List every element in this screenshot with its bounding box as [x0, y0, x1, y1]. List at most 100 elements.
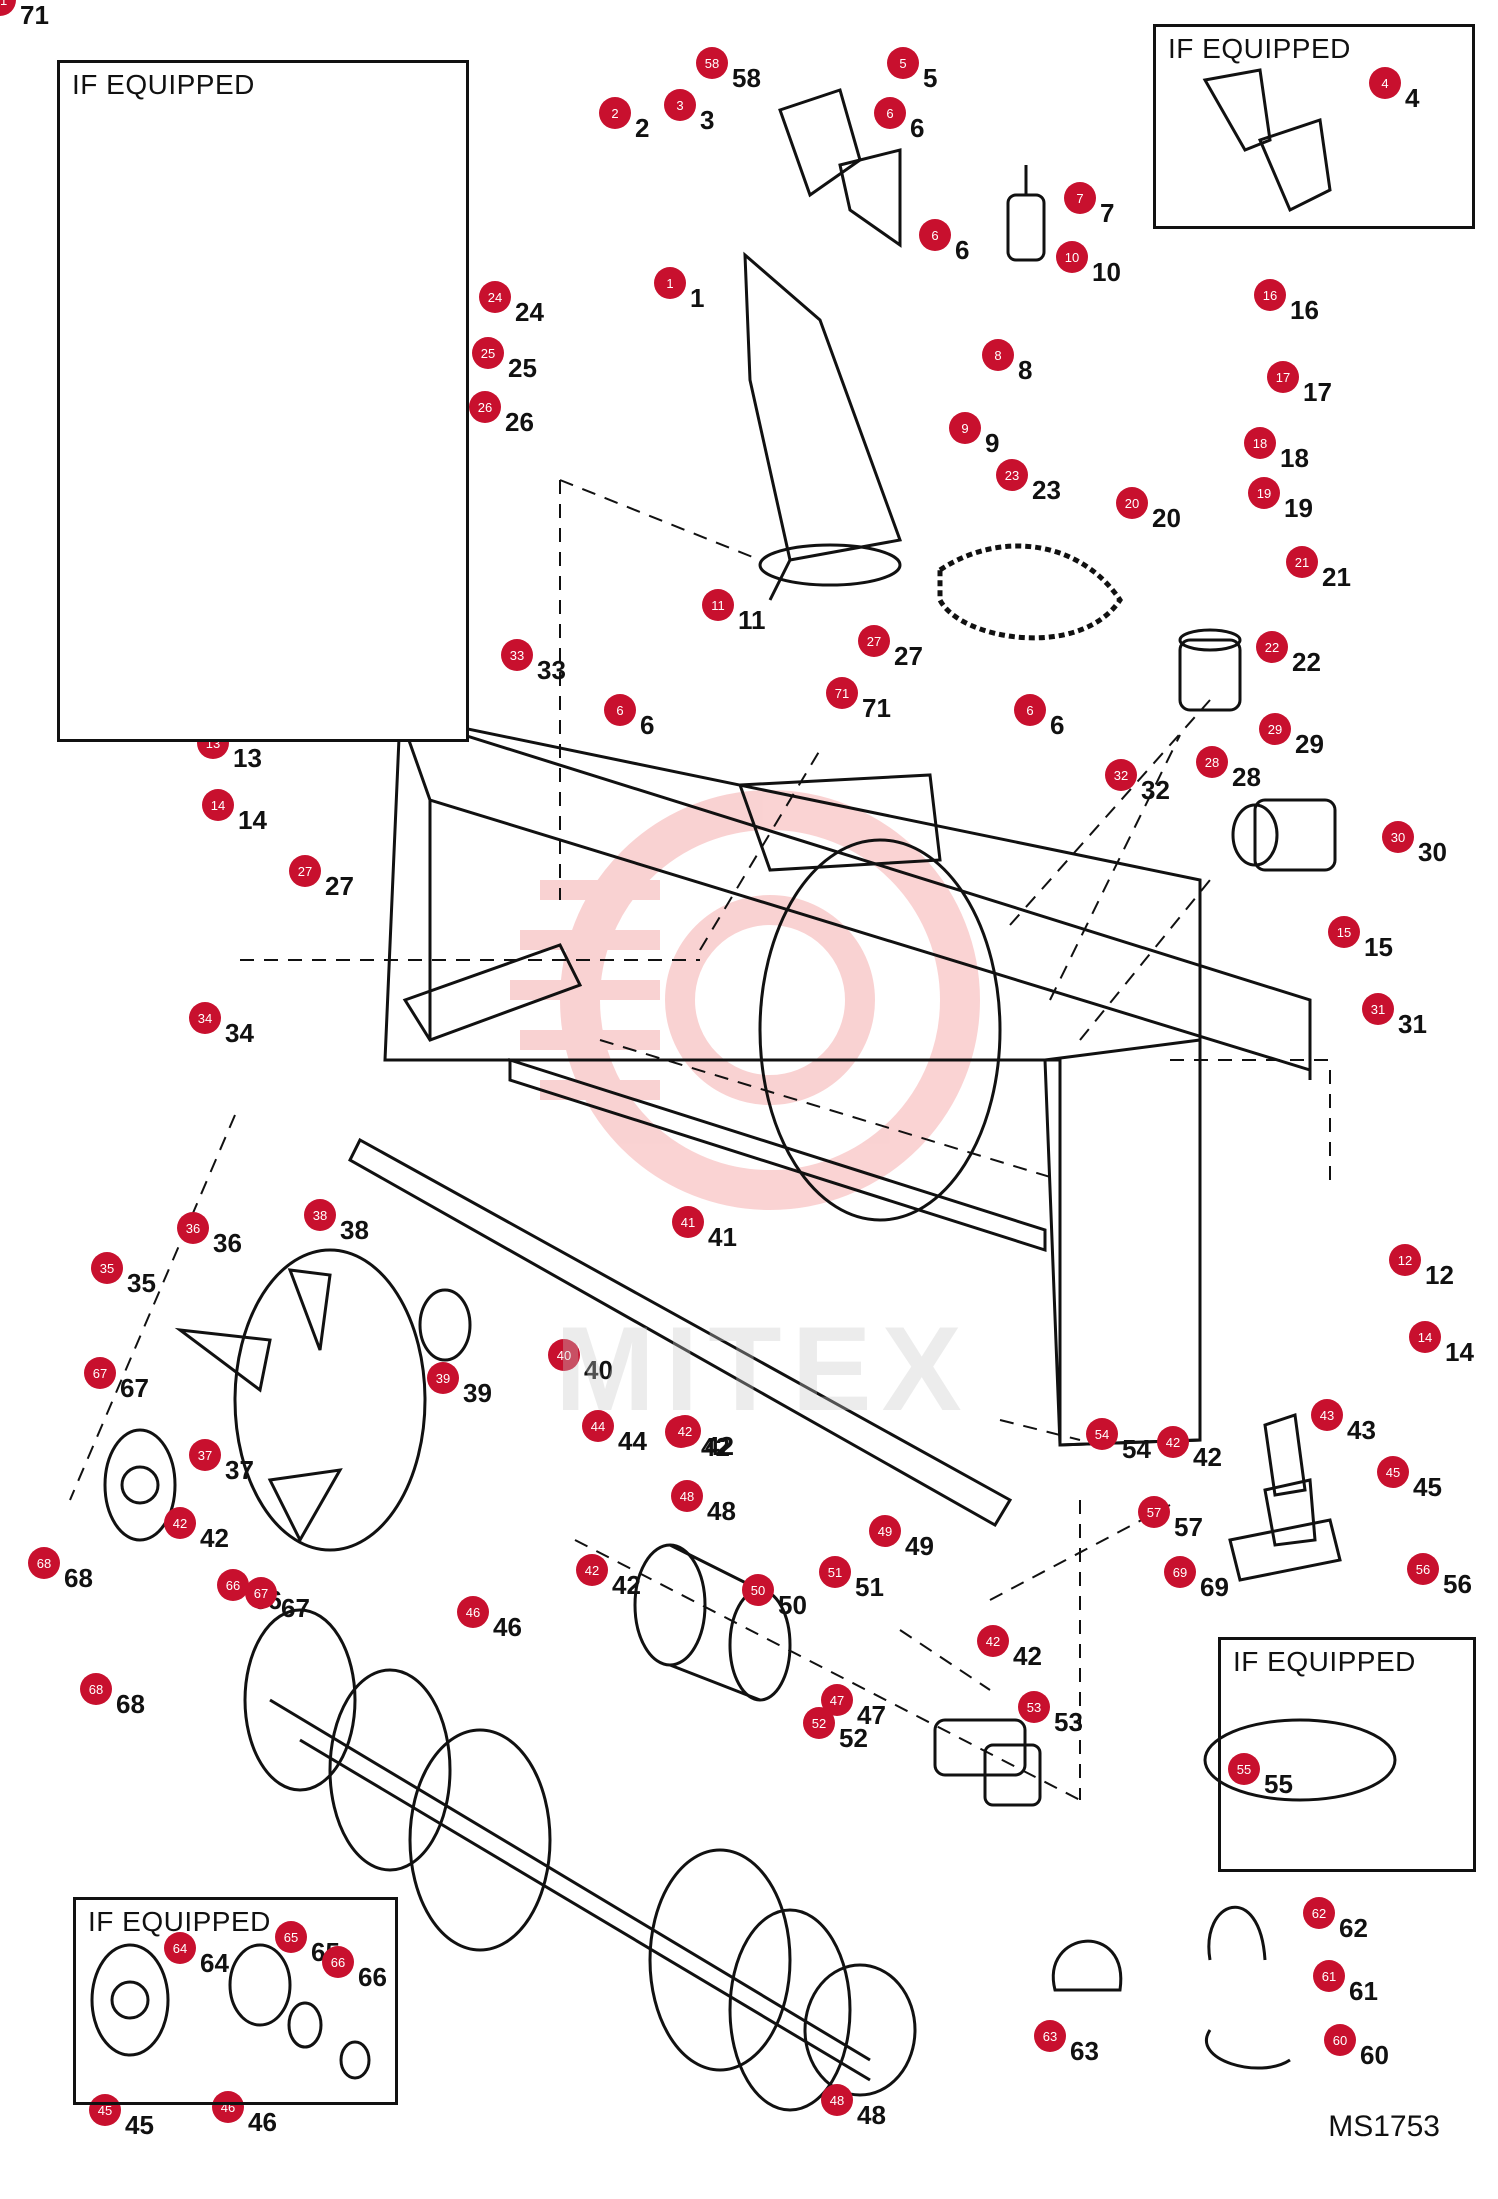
- callout-number: 6: [1026, 703, 1033, 718]
- callout-label: 62: [1339, 1913, 1368, 1943]
- callout-label: 49: [905, 1531, 934, 1561]
- callout-number: 35: [100, 1261, 114, 1276]
- callout-label: 69: [1200, 1572, 1229, 1602]
- callout-number: 14: [1418, 1330, 1432, 1345]
- callout-label: 52: [839, 1723, 868, 1753]
- callout-number: 49: [878, 1524, 892, 1539]
- callout-number: 50: [751, 1583, 765, 1598]
- callout-label: 26: [505, 407, 534, 437]
- callout-number: 27: [867, 634, 881, 649]
- callout-number: 48: [680, 1489, 694, 1504]
- callout-label: 6: [640, 710, 654, 740]
- callout-label: 21: [1322, 562, 1351, 592]
- callout-label: 11: [738, 605, 766, 635]
- callout-label: 25: [508, 353, 537, 383]
- callout-number: 63: [1043, 2029, 1057, 2044]
- callout-label: 71: [862, 693, 891, 723]
- callout-label: 37: [225, 1455, 254, 1485]
- callout-label: 48: [707, 1496, 736, 1526]
- callout-label: 12: [1425, 1260, 1454, 1290]
- callout-number: 61: [1322, 1969, 1336, 1984]
- callout-label: 6: [910, 113, 924, 143]
- actuator-cylinder: [1006, 165, 1046, 262]
- callout-number: 31: [1371, 1002, 1385, 1017]
- callout-number: 40: [557, 1348, 571, 1363]
- callout-number: 10: [1065, 250, 1079, 265]
- callout-number: 66: [226, 1578, 240, 1593]
- callout-number: 65: [284, 1930, 298, 1945]
- callout-number: 67: [254, 1586, 268, 1601]
- leader-lines: [69, 479, 1331, 1801]
- callout-badge-49: 49 49: [869, 1515, 934, 1561]
- skid-shoe-bracket: [1263, 1478, 1317, 1547]
- callout-number: 24: [488, 290, 502, 305]
- callout-label: 36: [213, 1228, 242, 1258]
- callout-number: 42: [1166, 1435, 1180, 1450]
- discharge-chute: [743, 251, 903, 601]
- callout-badge-69: 69 69: [1164, 1556, 1229, 1602]
- callout-number: 17: [1276, 370, 1290, 385]
- callout-label: 42: [705, 1431, 734, 1461]
- callout-label: 46: [493, 1612, 522, 1642]
- callout-label: 27: [894, 641, 923, 671]
- callout-label: 6: [1050, 710, 1064, 740]
- callout-number: 9: [961, 421, 968, 436]
- callout-number: 48: [830, 2093, 844, 2108]
- callout-label: 42: [1013, 1641, 1042, 1671]
- callout-label: 41: [708, 1222, 737, 1252]
- callout-label: 53: [1054, 1707, 1083, 1737]
- callout-label: 39: [463, 1378, 492, 1408]
- watermark-text: MITEX: [555, 1302, 972, 1436]
- callout-label: 22: [1292, 647, 1321, 677]
- callout-label: 68: [64, 1563, 93, 1593]
- callout-label: 28: [1232, 762, 1261, 792]
- cover-plate: [1203, 1718, 1397, 1802]
- safety-pin-clip: [1051, 1939, 1123, 1992]
- callout-label: 24: [515, 297, 544, 327]
- callout-number: 69: [1173, 1565, 1187, 1580]
- inset-if-equipped-top-right: IF EQUIPPED: [1153, 24, 1475, 229]
- callout-label: 8: [1018, 355, 1032, 385]
- callout-number: 52: [812, 1716, 826, 1731]
- callout-label: 67: [281, 1593, 310, 1623]
- callout-label: 23: [1032, 475, 1061, 505]
- callout-label: 6: [955, 235, 969, 265]
- inset-label: IF EQUIPPED: [1233, 1646, 1416, 1677]
- lynch-pin-ring: [1205, 2029, 1291, 2070]
- callout-number: 58: [705, 56, 719, 71]
- auger-gearbox: [633, 1543, 792, 1702]
- callout-badge-24: 24 24: [479, 281, 544, 327]
- callout-number: 54: [1095, 1427, 1109, 1442]
- callout-label: 56: [1443, 1569, 1472, 1599]
- fan-drive-motor: [1231, 798, 1337, 872]
- callout-badge-48: 48 48: [671, 1480, 736, 1526]
- callout-label: 45: [125, 2110, 154, 2140]
- deflector: [778, 88, 902, 248]
- hood-deflector: [1202, 68, 1272, 152]
